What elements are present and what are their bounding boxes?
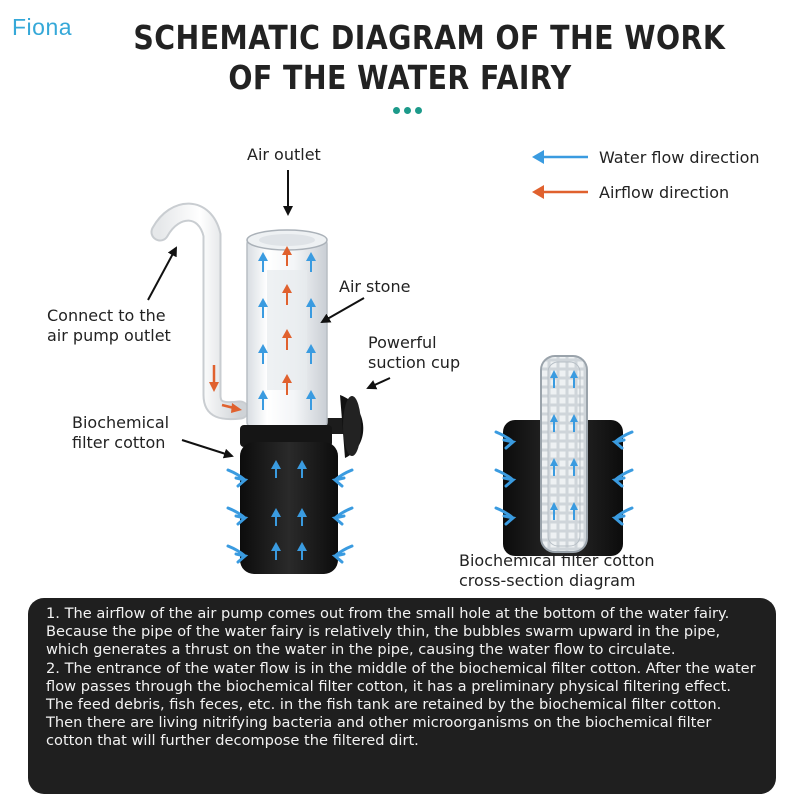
label-cross-line1: Biochemical filter cotton	[459, 551, 655, 570]
label-suction-line1: Powerful	[368, 333, 437, 352]
description-box: 1. The airflow of the air pump comes out…	[28, 598, 776, 794]
label-suction-line2: suction cup	[368, 353, 461, 372]
title-line-2: OF THE WATER FAIRY	[228, 58, 572, 97]
title-line-1: SCHEMATIC DIAGRAM OF THE WORK	[133, 18, 726, 57]
legend-air-label: Airflow direction	[599, 183, 730, 202]
water-flow-arrows-sponge	[271, 460, 307, 560]
legend-water-label: Water flow direction	[599, 148, 760, 167]
decorative-dots	[393, 107, 422, 114]
water-flow-arrows-glass	[258, 252, 316, 410]
description-paragraph-2: 2. The entrance of the water flow is in …	[46, 659, 756, 750]
inflow-chevrons-cross	[494, 430, 634, 526]
main-filter-sponge	[240, 442, 338, 574]
brand-logo-text: Fiona	[12, 14, 73, 40]
callout-arrows	[147, 170, 391, 459]
label-air-outlet: Air outlet	[247, 145, 321, 164]
inflow-chevrons-main	[226, 468, 354, 564]
label-connect-line1: Connect to the	[47, 306, 166, 325]
label-cross-line2: cross-section diagram	[459, 571, 636, 590]
legend-water-arrow	[532, 150, 588, 164]
cross-section-sponge	[503, 355, 623, 556]
label-bio-line1: Biochemical	[72, 413, 170, 432]
label-air-stone: Air stone	[339, 277, 411, 296]
cross-section-water-arrows	[550, 370, 578, 520]
label-connect-line2: air pump outlet	[47, 326, 171, 345]
filter-diagram	[147, 150, 634, 574]
description-paragraph-1: 1. The airflow of the air pump comes out…	[46, 605, 730, 659]
air-pump-inlet-pipe	[150, 202, 250, 421]
label-bio-line2: filter cotton	[72, 433, 166, 452]
airflow-arrows	[209, 246, 292, 413]
legend-air-arrow	[532, 185, 588, 199]
